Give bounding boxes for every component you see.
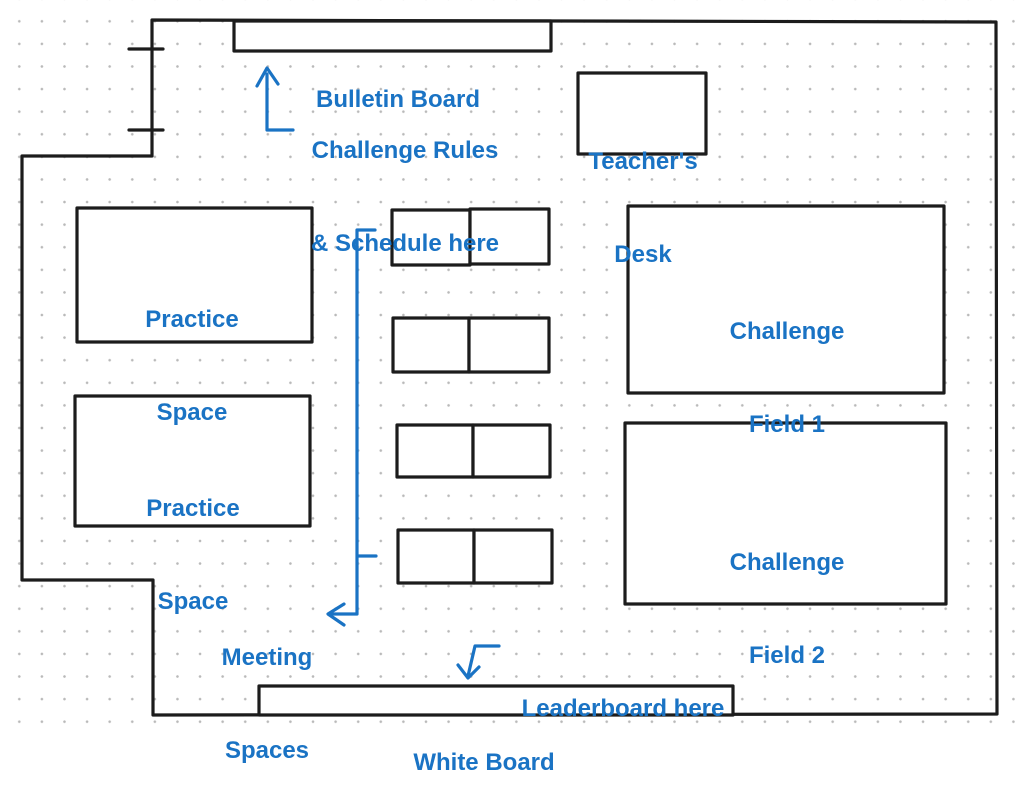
- desk-4a: [396, 528, 476, 585]
- desk-2b: [467, 316, 551, 374]
- teachers-desk-shape: [576, 71, 708, 156]
- white-board-text: White Board: [413, 749, 555, 776]
- desk-2a: [391, 316, 471, 374]
- challenge-field-1-line-2: Field 1: [748, 411, 826, 438]
- meeting-spaces-line-1: Meeting: [221, 644, 313, 671]
- arrow-down-icon: [456, 644, 501, 680]
- practice-space-2-shape: [73, 394, 312, 528]
- classroom-floor-plan: [20, 18, 999, 717]
- practice-space-1-line-1: Practice: [145, 306, 239, 333]
- desk-1b: [468, 207, 551, 266]
- challenge-field-2-line-1: Challenge: [729, 549, 845, 576]
- room-wall-outline: [20, 18, 999, 717]
- challenge-field-1-shape: [626, 204, 946, 395]
- teachers-desk-line-1: Teacher's: [588, 148, 698, 175]
- challenge-field-1-label: Challenge Field 1: [730, 254, 845, 471]
- arrow-left-icon: [326, 602, 346, 627]
- bulletin-board-label: Bulletin Board: [316, 22, 480, 146]
- meeting-spaces-line-2: Spaces: [224, 737, 310, 764]
- meeting-table-4: [396, 528, 554, 585]
- teachers-desk-line-2: Desk: [614, 241, 672, 268]
- challenge-field-2-line-2: Field 2: [748, 642, 826, 669]
- challenge-rules-line-2: & Schedule here: [310, 230, 500, 257]
- white-board-label: White Board: [413, 685, 554, 809]
- challenge-field-2-shape: [623, 421, 948, 606]
- practice-space-1-label: Practice Space: [145, 242, 238, 459]
- challenge-rules-label: Challenge Rules & Schedule here: [311, 73, 499, 290]
- desk-3b: [471, 423, 552, 479]
- leaderboard-label: Leaderboard here: [522, 631, 725, 755]
- meeting-spaces-label: Meeting Spaces: [222, 580, 313, 797]
- challenge-field-1-line-1: Challenge: [729, 318, 845, 345]
- practice-space-1-shape: [75, 206, 314, 344]
- practice-space-2-line-2: Space: [157, 588, 229, 615]
- practice-space-1-line-2: Space: [156, 399, 228, 426]
- challenge-field-2-label: Challenge Field 2: [730, 485, 845, 702]
- meeting-bracket-line: [328, 228, 378, 616]
- leaderboard-text: Leaderboard here: [521, 695, 725, 722]
- desk-3a: [395, 423, 475, 479]
- practice-space-2-label: Practice Space: [146, 431, 239, 648]
- arrow-up-icon: [255, 66, 295, 132]
- white-board-shape: [257, 684, 735, 717]
- bulletin-board-text: Bulletin Board: [315, 86, 481, 113]
- meeting-table-3: [395, 423, 552, 479]
- challenge-rules-line-1: Challenge Rules: [311, 137, 499, 164]
- bulletin-board-shape: [232, 19, 553, 53]
- meeting-table-2: [391, 316, 551, 374]
- teachers-desk-label: Teacher's Desk: [588, 84, 697, 301]
- desk-4b: [472, 528, 554, 585]
- meeting-table-1: [390, 207, 551, 267]
- practice-space-2-line-1: Practice: [146, 495, 240, 522]
